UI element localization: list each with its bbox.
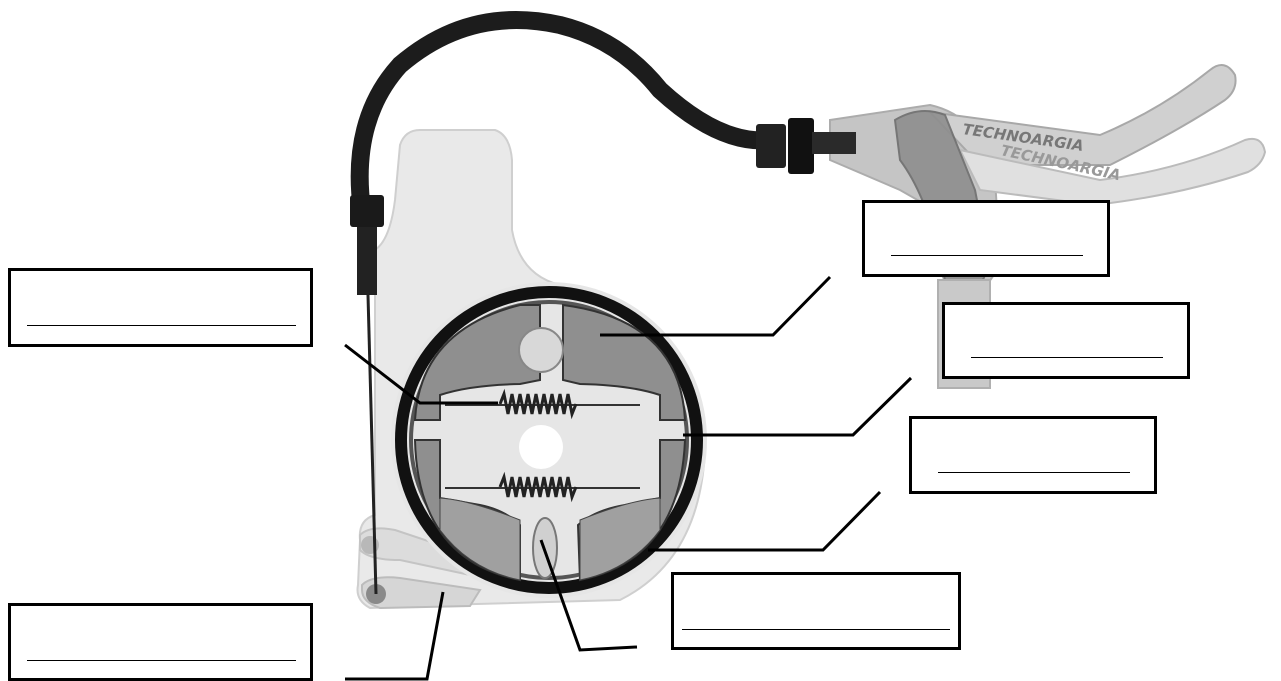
answer-line — [682, 629, 950, 630]
label-box-lower-left[interactable] — [8, 603, 313, 681]
leader-line-upper-left — [344, 343, 498, 405]
cable — [366, 294, 378, 595]
hose-fitting — [756, 124, 786, 168]
label-box-bottom-center[interactable] — [671, 572, 961, 650]
lever-blade-lower — [958, 137, 1267, 207]
anchor-pin — [518, 327, 564, 373]
hub-hole — [519, 425, 563, 469]
label-box-middle-right[interactable] — [942, 302, 1190, 379]
label-box-right[interactable] — [909, 416, 1157, 494]
leader-line-bottom-center — [539, 539, 638, 652]
leader-line-right — [648, 490, 882, 552]
cable-adjuster — [357, 227, 377, 295]
hose-connector — [812, 132, 856, 154]
leader-line-lower-left — [345, 591, 445, 681]
hose-fitting-nut — [788, 118, 814, 174]
brake-arm-lower — [361, 576, 482, 610]
drum-inner-ring — [409, 300, 689, 580]
return-spring-upper — [445, 388, 640, 420]
answer-line — [971, 357, 1163, 358]
answer-line — [27, 660, 296, 661]
leader-line-upper-right — [600, 275, 832, 337]
answer-line — [27, 325, 296, 326]
answer-line — [891, 255, 1083, 256]
hose — [350, 11, 779, 219]
leader-line-middle-right — [683, 376, 913, 437]
label-box-upper-left[interactable] — [8, 268, 313, 347]
shoe-lower-web — [439, 497, 661, 581]
answer-line — [938, 472, 1130, 473]
drum-outer-ring — [395, 286, 703, 594]
cable-ferrule — [350, 195, 384, 227]
label-box-upper-right[interactable] — [862, 200, 1110, 277]
return-spring-lower — [445, 471, 640, 503]
lever-blade-upper — [927, 64, 1237, 166]
